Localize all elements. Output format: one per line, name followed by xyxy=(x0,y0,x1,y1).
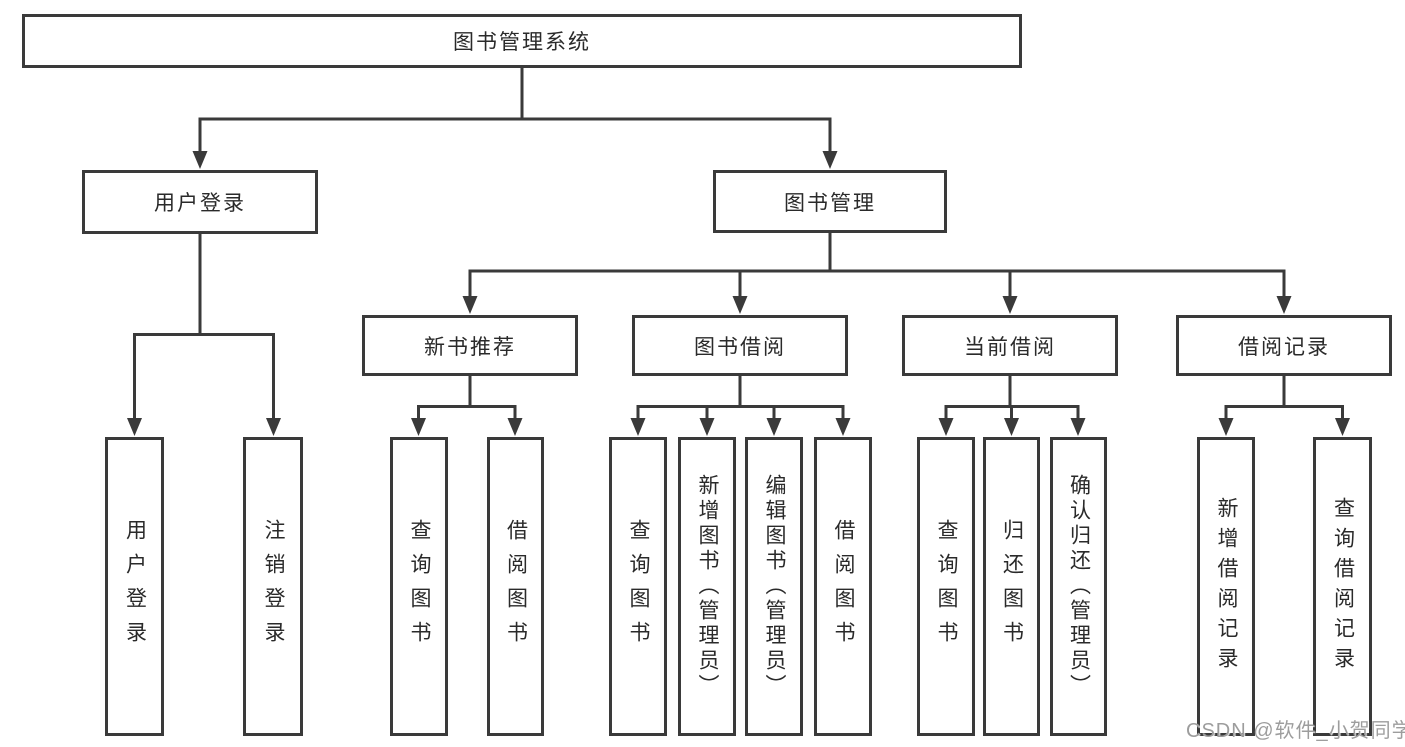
watermark: CSDN @软件_小贺同学 xyxy=(1186,720,1405,742)
node-user-login: 用户登录 xyxy=(82,170,318,234)
arrowheads-borrow xyxy=(630,418,851,436)
leaf-query-books-recommend: 查询图书 xyxy=(390,437,448,736)
edge-level2-rail xyxy=(198,117,832,152)
arrowheads-level3 xyxy=(462,296,1292,314)
leaf-borrow-books-borrow: 借阅图书 xyxy=(814,437,872,736)
edge-recommend-rail xyxy=(417,405,517,420)
node-book-management: 图书管理 xyxy=(713,170,947,233)
leaf-query-books-borrow: 查询图书 xyxy=(609,437,667,736)
leaf-user-login: 用户登录 xyxy=(105,437,164,736)
edge-level3-rail xyxy=(468,269,1286,298)
edge-login-rail xyxy=(133,333,275,419)
edge-records-rail xyxy=(1224,405,1344,420)
arrowheads-recommend xyxy=(411,418,523,436)
node-book-borrow: 图书借阅 xyxy=(632,315,848,376)
leaf-edit-book-admin: 编辑图书（管理员） xyxy=(745,437,803,736)
arrowheads-records xyxy=(1218,418,1350,436)
node-root: 图书管理系统 xyxy=(22,14,1022,68)
leaf-query-borrow-record: 查询借阅记录 xyxy=(1313,437,1372,736)
node-current-borrow: 当前借阅 xyxy=(902,315,1118,376)
arrowheads-level2 xyxy=(192,151,838,169)
arrowheads-current xyxy=(938,418,1086,436)
leaf-borrow-books-recommend: 借阅图书 xyxy=(487,437,544,736)
node-new-book-recommend: 新书推荐 xyxy=(362,315,578,376)
arrowheads-login xyxy=(127,418,281,436)
edge-current-rail xyxy=(944,405,1080,420)
leaf-add-book-admin: 新增图书（管理员） xyxy=(678,437,736,736)
leaf-add-borrow-record: 新增借阅记录 xyxy=(1197,437,1255,736)
edge-borrow-rail xyxy=(636,405,845,420)
leaf-logout: 注销登录 xyxy=(243,437,303,736)
node-borrow-records: 借阅记录 xyxy=(1176,315,1392,376)
leaf-confirm-return-admin: 确认归还（管理员） xyxy=(1050,437,1107,736)
leaf-return-book: 归还图书 xyxy=(983,437,1040,736)
leaf-query-books-current: 查询图书 xyxy=(917,437,975,736)
